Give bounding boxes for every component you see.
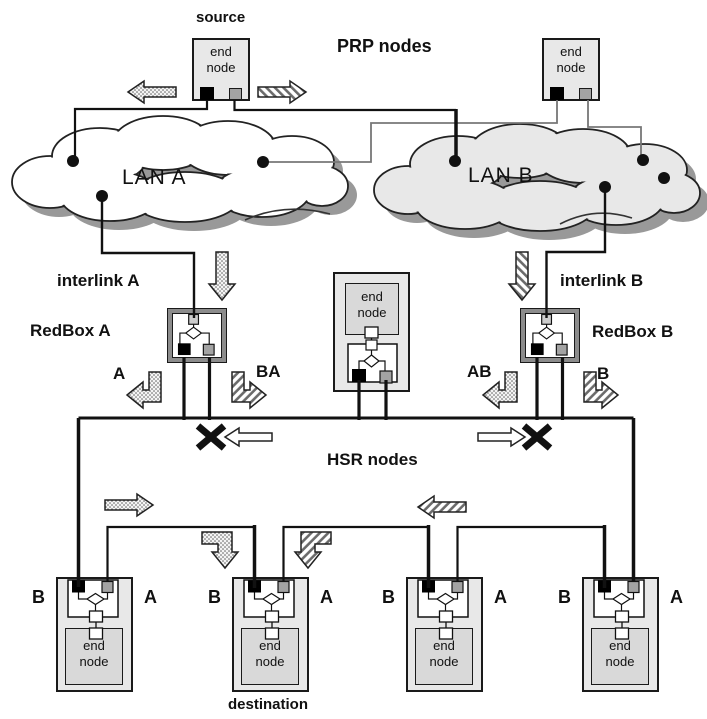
port-a-icon xyxy=(550,87,564,100)
port-b-icon xyxy=(229,88,242,100)
end-node-label: end xyxy=(361,289,383,304)
end-node-label: end xyxy=(433,638,455,653)
port-b-label: B xyxy=(32,587,45,607)
prp-end-node-right: end node xyxy=(542,38,600,101)
port-b-label: B xyxy=(208,587,221,607)
hsr-switch-diagram xyxy=(243,579,295,640)
port-a-label: A xyxy=(494,587,507,607)
end-node-label: node xyxy=(357,305,387,320)
end-node-label: node xyxy=(556,60,586,75)
end-node-label: end xyxy=(210,44,232,59)
port-b-label: B xyxy=(382,587,395,607)
end-node-label: end xyxy=(560,44,582,59)
hsr-switch-diagram xyxy=(417,579,469,640)
hsr-node-1: B A end node xyxy=(32,577,157,692)
redbox-switch-diagram xyxy=(530,313,568,356)
source-end-node: end node xyxy=(192,38,250,101)
end-node-label: node xyxy=(206,60,236,75)
end-node-label: end xyxy=(609,638,631,653)
hsr-switch-diagram xyxy=(593,579,645,640)
hsr-node-2-destination: B A end node xyxy=(208,577,333,692)
end-node-label: end xyxy=(83,638,105,653)
end-node-label: end xyxy=(259,638,281,653)
hsr-node-3: B A end node xyxy=(382,577,507,692)
port-a-icon xyxy=(200,87,214,100)
hsr-center-end-node: end node xyxy=(333,272,410,392)
port-b-icon xyxy=(579,88,592,100)
end-node-label: node xyxy=(255,654,285,669)
port-a-label: A xyxy=(320,587,333,607)
hsr-node-4: B A end node xyxy=(558,577,683,692)
danh-switch-diagram xyxy=(347,326,398,384)
hsr-switch-diagram xyxy=(67,579,119,640)
port-a-label: A xyxy=(670,587,683,607)
port-a-label: A xyxy=(144,587,157,607)
redbox-a xyxy=(167,308,227,363)
end-node-label: node xyxy=(605,654,635,669)
redbox-b xyxy=(520,308,580,363)
end-node-label: node xyxy=(429,654,459,669)
end-node-label: node xyxy=(79,654,109,669)
redbox-switch-diagram xyxy=(177,313,215,356)
port-b-label: B xyxy=(558,587,571,607)
